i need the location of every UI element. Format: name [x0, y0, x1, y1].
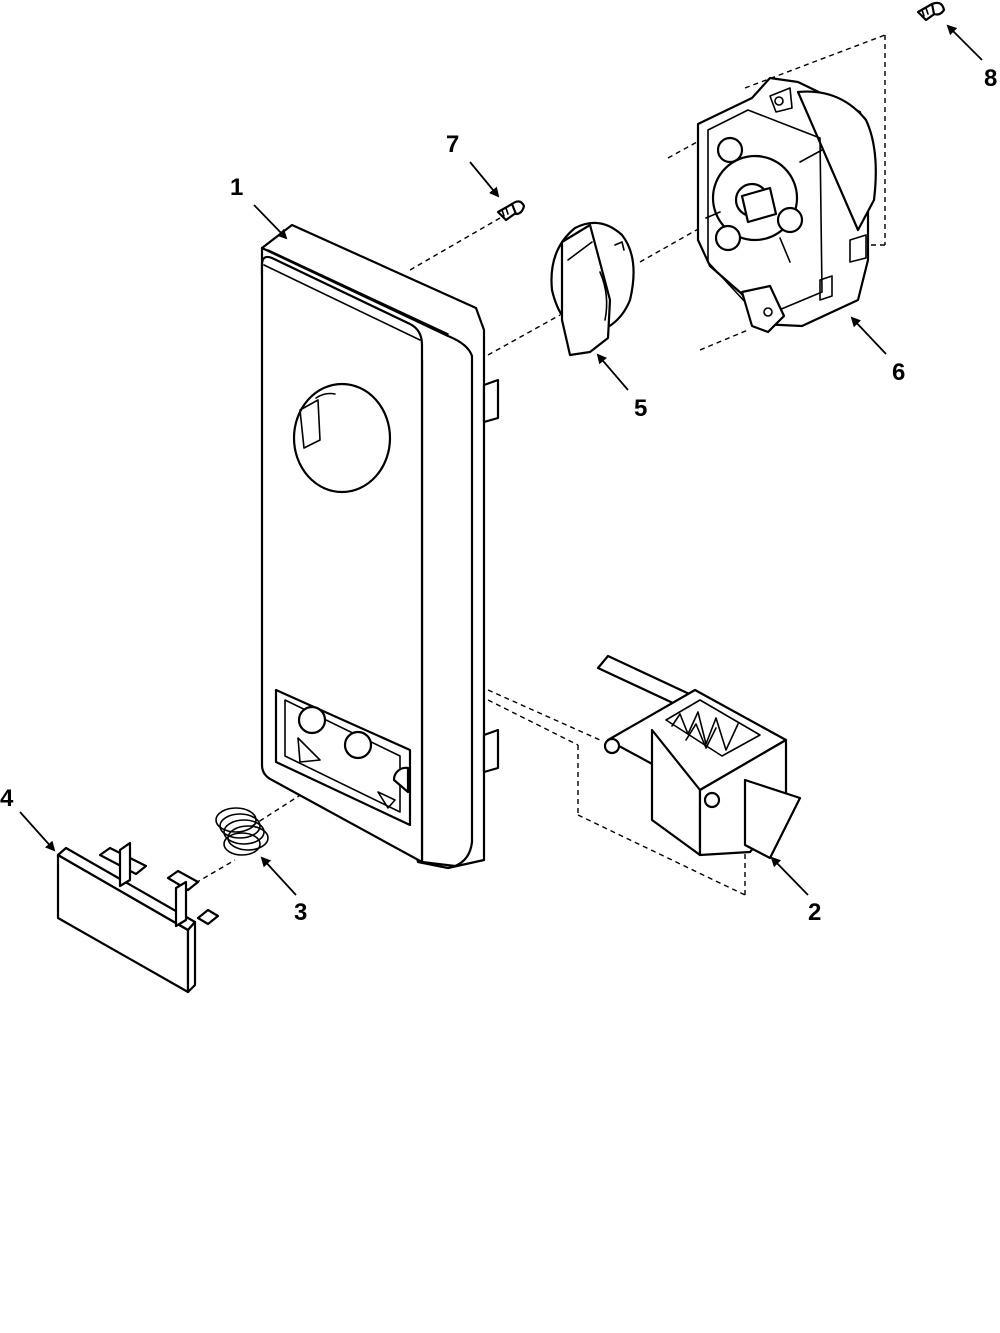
callout-4: 4 [0, 785, 14, 812]
callout-2: 2 [808, 899, 821, 926]
callout-leaders [19, 24, 983, 896]
screw-7 [496, 200, 526, 222]
push-button [56, 841, 220, 994]
callout-8: 8 [984, 65, 997, 92]
callout-3: 3 [294, 899, 307, 926]
screw-8 [916, 1, 946, 22]
callout-6: 6 [892, 359, 905, 386]
callout-7: 7 [446, 131, 459, 158]
dispenser-lever [596, 654, 802, 860]
control-panel-housing [260, 223, 500, 870]
callout-labels: 1 2 3 4 5 6 7 8 [0, 65, 997, 926]
callout-5: 5 [634, 395, 647, 422]
coil-spring [215, 807, 269, 856]
control-knob [550, 221, 635, 357]
callout-1: 1 [230, 174, 243, 201]
timer-motor-assembly [696, 76, 877, 334]
